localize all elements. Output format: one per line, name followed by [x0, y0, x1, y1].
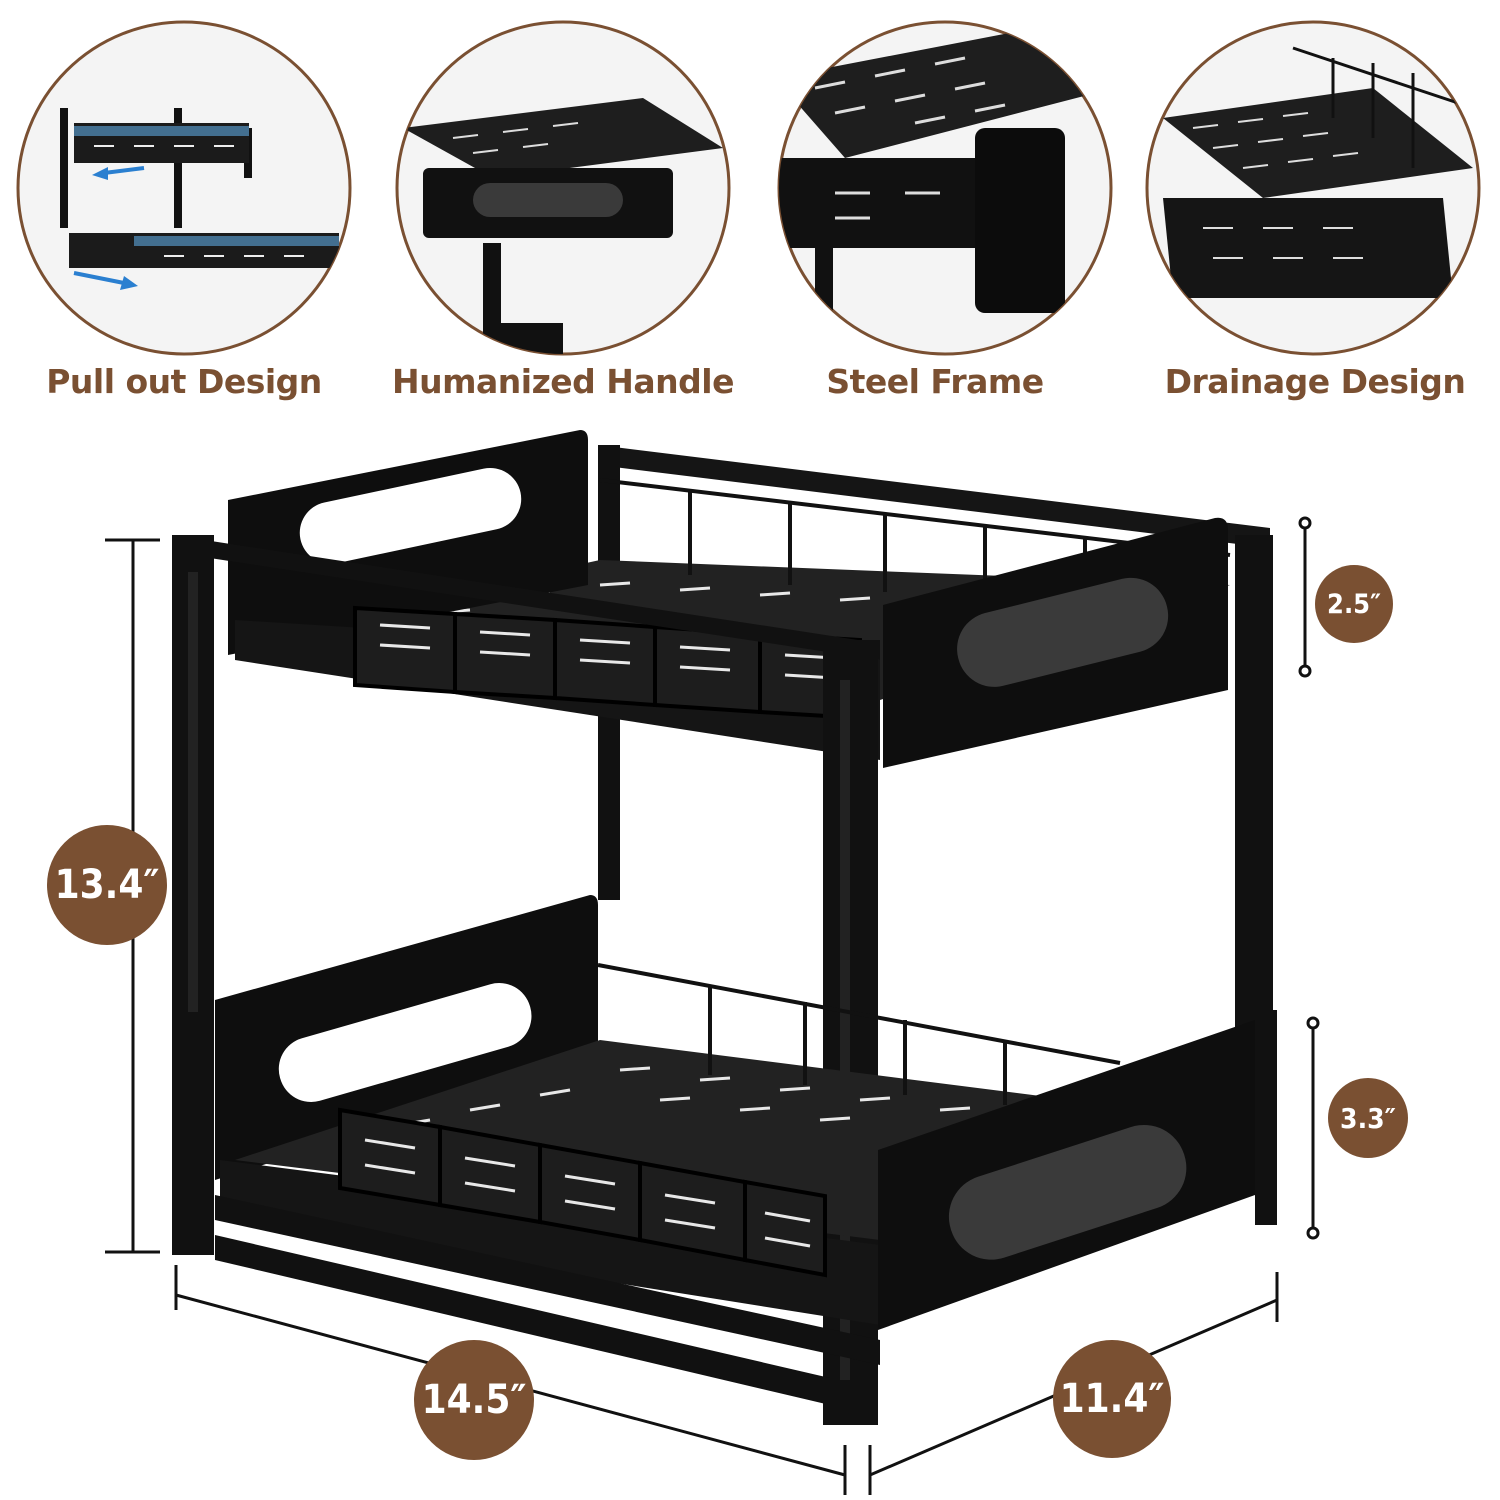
feature-handle — [393, 18, 733, 358]
rack-illustration — [105, 430, 1320, 1495]
feature-drainage — [1143, 18, 1483, 358]
depth-badge: 11.4″ — [1053, 1340, 1171, 1458]
feature-frame — [775, 18, 1115, 358]
width-badge: 14.5″ — [414, 1340, 534, 1460]
feature-label-drainage: Drainage Design — [1164, 362, 1466, 401]
lower-tier-badge: 3.3″ — [1328, 1078, 1408, 1158]
frame-icon — [777, 20, 1113, 356]
pull-out-icon — [16, 20, 352, 356]
feature-label-handle: Humanized Handle — [392, 362, 734, 401]
height-badge: 13.4″ — [47, 825, 167, 945]
handle-icon — [395, 20, 731, 356]
upper-tier-badge: 2.5″ — [1315, 565, 1393, 643]
lower-tier-dimension-line — [1306, 1016, 1320, 1240]
drainage-icon — [1145, 20, 1481, 356]
feature-pull-out — [14, 18, 354, 358]
feature-label-frame: Steel Frame — [826, 362, 1044, 401]
upper-tier-dimension-line — [1298, 516, 1312, 678]
feature-label-pull-out: Pull out Design — [46, 362, 322, 401]
